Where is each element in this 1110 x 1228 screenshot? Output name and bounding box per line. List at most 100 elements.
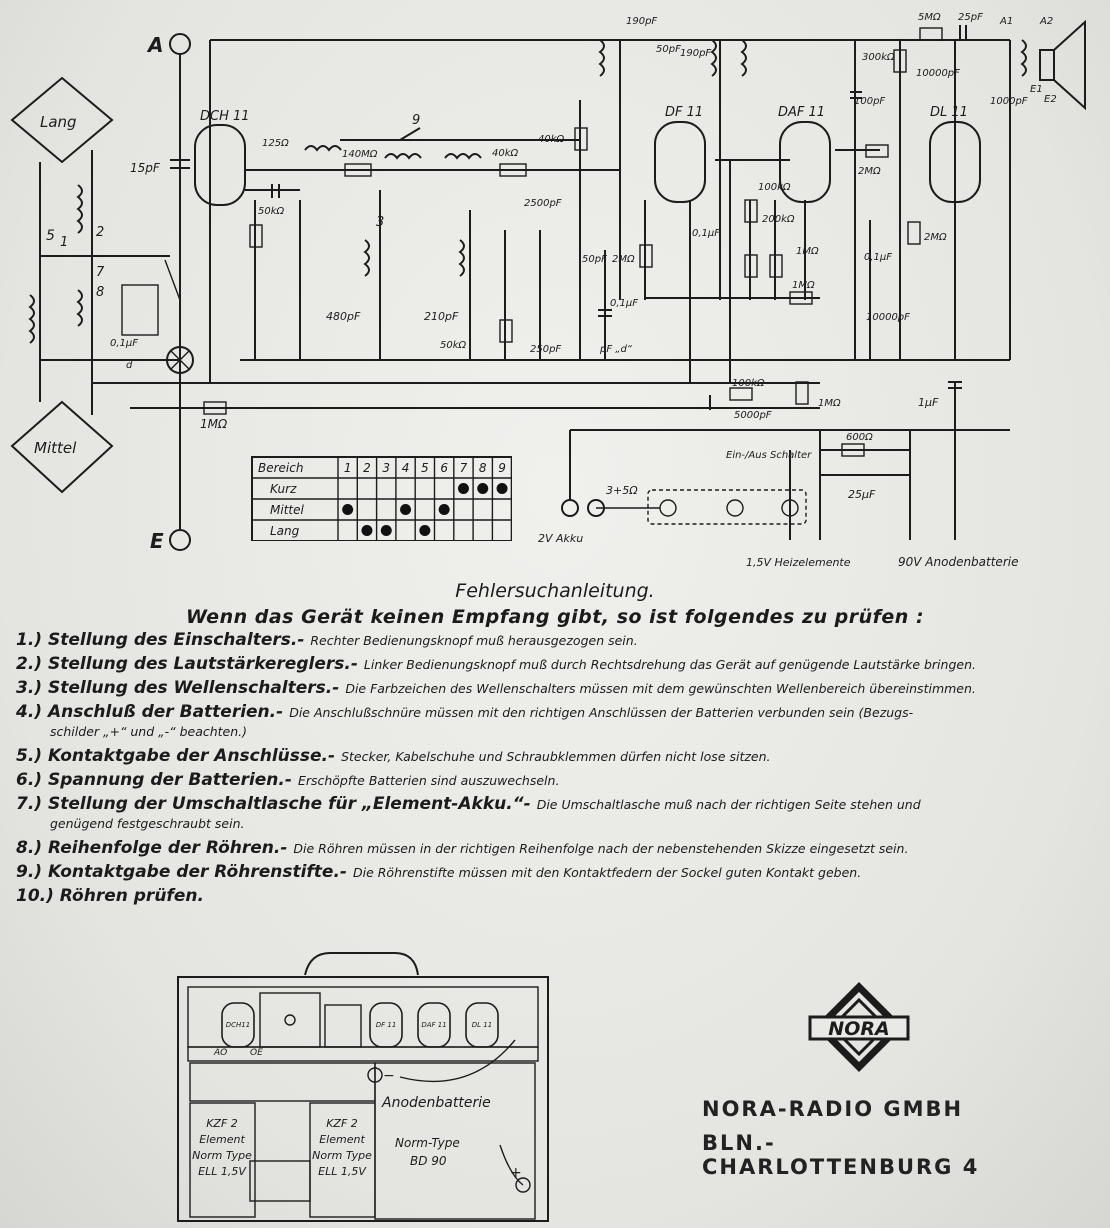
guide-item-key: 2.) Stellung des Lautstärkereglers.- [16,654,358,674]
cell-label: Norm Type [312,1149,372,1162]
terminal-a [169,33,191,55]
guide-item-text: Erschöpfte Batterien sind auszuwechseln. [297,773,560,788]
comp-label: 0,1µF [864,252,892,263]
comp-label: 600Ω [846,432,873,443]
comp-label: 210pF [424,310,459,323]
case-tube-label: DL 11 [472,1021,492,1029]
guide-item: 10.) Röhren prüfen. [16,886,1096,906]
comp-label: pF „d“ [599,344,633,355]
switch-num: 3 [376,215,384,230]
band-column-label: 3 [382,461,390,475]
mittel-label: Mittel [34,439,77,457]
guide-item-key: 5.) Kontaktgabe der Anschlüsse.- [16,746,336,766]
guide-title: Fehlersuchanleitung. [455,580,655,602]
comp-label: 0,1µF [610,298,638,309]
speaker-label: A2 [1039,16,1053,27]
comp-label: 0,1µF [692,228,720,239]
comp-label: 50kΩ [440,340,467,351]
cell-label: KZF 2 [206,1117,238,1130]
switch-num: 5 [46,228,55,244]
anode-battery-label: Anodenbatterie [381,1095,491,1111]
case-tube [465,1002,499,1048]
cap-d-label: d [126,360,133,371]
tube-label: DAF 11 [778,105,825,120]
guide-item-key: 8.) Reihenfolge der Röhren.- [16,838,288,858]
guide-item-key: 3.) Stellung des Wellenschalters.- [16,678,340,698]
akku-label: 2V Akku [538,532,583,545]
tube-label: DCH 11 [200,109,250,124]
guide-item-continuation: genügend festgeschraubt sein. [50,816,245,831]
comp-label: 1MΩ [792,280,815,291]
comp-label: 190pF [626,16,657,27]
guide-item-text: Die Umschaltlasche muß nach der richtige… [536,797,921,812]
cell-label: KZF 2 [326,1117,358,1130]
res-1mohm-label: 1MΩ [200,417,228,431]
band-column-label: 2 [363,461,371,475]
guide-item: 7.) Stellung der Umschaltlasche für „Ele… [16,794,1096,831]
comp-label: 40kΩ [492,148,519,159]
case-tube [221,1002,255,1048]
band-column-label: 6 [440,461,448,475]
anode-label: 90V Anodenbatterie [898,555,1018,569]
comp-label: 1MΩ [818,398,841,409]
case-tube-label: DCH11 [226,1021,250,1029]
terminal-a-label: A [146,33,163,57]
cap-15pf-label: 15pF [130,161,161,175]
comp-label: 5MΩ [918,12,941,23]
guide-item-text: Die Anschlußschnüre müssen mit den richt… [289,705,914,720]
chassis-oe-label: OE [250,1048,263,1058]
guide-item-continuation: schilder „+“ und „-“ beachten.) [50,724,248,739]
mittel-coil-box [10,400,114,494]
comp-label: 480pF [326,310,361,323]
guide-item-key: 9.) Kontaktgabe der Röhrenstifte.- [16,862,347,882]
speaker-label: A1 [999,16,1013,27]
terminal-e [169,529,191,551]
guide-item-text: Rechter Bedienungsknopf muß herausgezoge… [310,633,638,648]
tube-label: DF 11 [665,105,703,120]
comp-label: 100pF [854,96,885,107]
tube-label: DL 11 [930,105,968,120]
guide-item-text: Stecker, Kabelschuhe und Schraubklemmen … [341,749,771,764]
band-row-label: Kurz [270,482,297,496]
comp-label: 300kΩ [862,52,895,63]
comp-label: 100kΩ [758,182,791,193]
band-mark-dot [457,483,469,494]
case-tube [417,1002,451,1048]
guide-item: 1.) Stellung des Einschalters.-Rechter B… [16,630,1096,650]
comp-label: 125Ω [262,138,289,149]
comp-label: 50kΩ [258,206,285,217]
band-mark-dot [438,504,450,515]
guide-item-text: Die Farbzeichen des Wellenschalters müss… [345,681,976,696]
comp-label: 25pF [958,12,983,23]
switch-num: 9 [412,113,420,128]
band-mark-dot [361,525,373,536]
guide-item: 6.) Spannung der Batterien.-Erschöpfte B… [16,770,1096,790]
band-column-label: 5 [421,461,429,475]
tube-df11 [654,121,706,203]
plus-sign: + [510,1165,522,1181]
comp-label: 25µF [848,488,876,501]
guide-item-key: 7.) Stellung der Umschaltlasche für „Ele… [16,794,531,814]
band-column-label: 8 [479,461,487,475]
band-column-label: 4 [402,461,410,475]
switch-num: 2 [96,225,104,240]
comp-label: 2MΩ [924,232,947,243]
case-tube-label: DF 11 [376,1021,397,1029]
heater-label: 1,5V Heizelemente [746,556,851,569]
band-row-label: Mittel [270,503,304,517]
band-mark-dot [380,525,392,536]
company-name: NORA-RADIO GMBH [702,1097,964,1121]
comp-label: 40kΩ [538,134,565,145]
comp-label: 50pF [656,44,681,55]
guide-item-key: 4.) Anschluß der Batterien.- [16,702,284,722]
guide-item-key: 10.) Röhren prüfen. [16,886,204,906]
logo-text: NORA [828,1018,889,1040]
cell-label: ELL 1,5V [198,1165,247,1178]
band-table-header: Bereich [258,461,303,475]
band-mark-dot [477,483,489,494]
guide-item: 8.) Reihenfolge der Röhren.-Die Röhren m… [16,838,1096,858]
comp-label: 1MΩ [796,246,819,257]
guide-item: 5.) Kontaktgabe der Anschlüsse.- Stecker,… [16,746,1096,766]
